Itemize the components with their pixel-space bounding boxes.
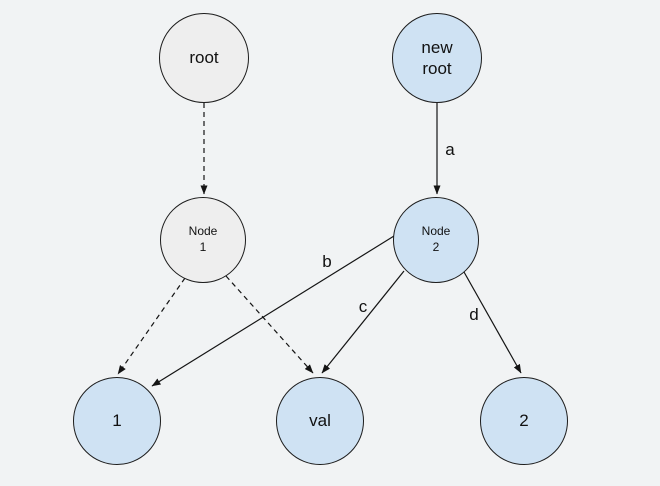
node-1: Node 1 <box>160 197 246 283</box>
edge-label-c: c <box>358 297 368 316</box>
edge-node1-to-val <box>225 275 314 374</box>
node-1-label: Node 1 <box>188 224 218 254</box>
edge-node1-to-1 <box>117 277 186 375</box>
leaf-node-val-label: val <box>309 411 331 431</box>
node-new-root-label: new root <box>421 37 453 78</box>
leaf-node-1: 1 <box>73 377 161 465</box>
node-2-label: Node 2 <box>421 224 451 254</box>
node-2: Node 2 <box>393 197 479 283</box>
node-root: root <box>159 13 249 103</box>
node-root-label: root <box>189 48 219 68</box>
leaf-node-1-label: 1 <box>112 411 122 431</box>
leaf-node-2: 2 <box>480 377 568 465</box>
edge-c-node2-to-val <box>321 270 405 374</box>
node-new-root: new root <box>392 13 482 103</box>
edge-label-a: a <box>445 140 455 159</box>
edge-d-node2-to-2 <box>463 271 522 374</box>
edge-b-node2-to-1 <box>151 235 395 387</box>
edge-label-d: d <box>469 305 479 324</box>
leaf-node-val: val <box>276 377 364 465</box>
edge-label-b: b <box>322 252 332 271</box>
leaf-node-2-label: 2 <box>519 411 529 431</box>
